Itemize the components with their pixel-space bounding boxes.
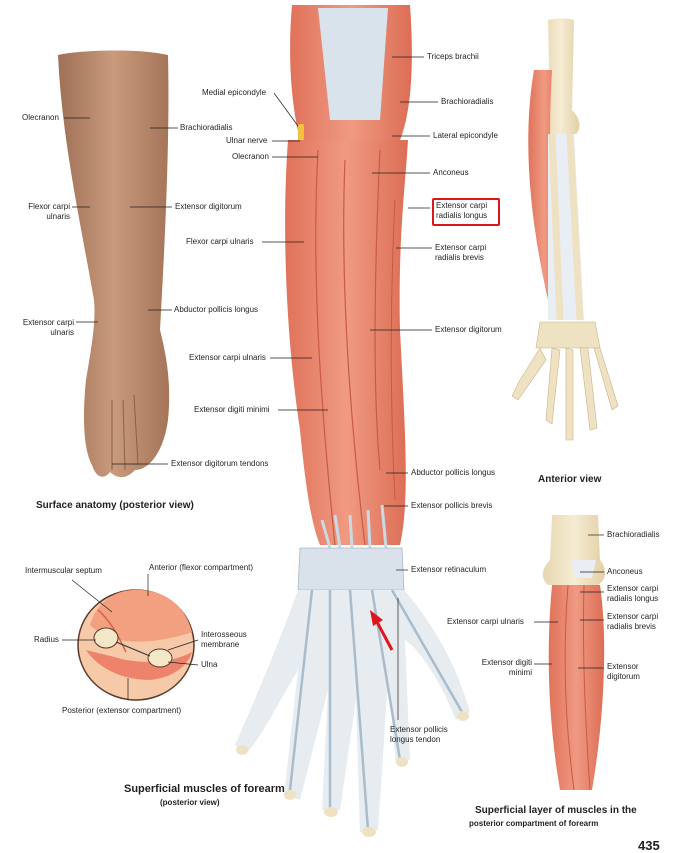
label-surface-olecranon: Olecranon — [22, 113, 59, 122]
label-anterior-compartment: Anterior (flexor compartment) — [149, 563, 254, 572]
ulna-bone — [147, 648, 173, 668]
label-ulna: Ulna — [201, 660, 218, 669]
label-main-extensor-pollicis-brevis: Extensor pollicis brevis — [411, 501, 493, 510]
surface-arm — [58, 50, 170, 478]
page-number: 435 — [638, 838, 660, 853]
label-intermuscular-septum: Intermuscular septum — [25, 566, 102, 575]
label-main-anconeus: Anconeus — [433, 168, 469, 177]
label-triceps-brachii: Triceps brachii — [427, 52, 479, 61]
label-layer-brachioradialis: Brachioradialis — [607, 530, 660, 539]
anterior-compartment — [90, 589, 192, 642]
label-surface-extensor-digitorum: Extensor digitorum — [175, 202, 242, 211]
label-interosseous-membrane: Interosseous membrane — [201, 630, 247, 649]
label-main-flexor-carpi-ulnaris: Flexor carpi ulnaris — [186, 237, 254, 246]
humerus — [542, 18, 580, 134]
posterior-compartment — [86, 650, 192, 680]
caption-main: Superficial muscles of forearm — [124, 783, 285, 795]
label-main-ecrb: Extensor carpi radialis brevis — [435, 243, 487, 262]
label-lateral-epicondyle: Lateral epicondyle — [433, 131, 498, 140]
anterior-hand — [511, 321, 619, 441]
label-main-brachioradialis: Brachioradialis — [441, 97, 494, 106]
interosseous-membrane — [115, 641, 151, 657]
label-extensor-retinaculum: Extensor retinaculum — [411, 565, 487, 574]
label-main-extensor-carpi-ulnaris: Extensor carpi ulnaris — [189, 353, 266, 362]
label-ulnar-nerve: Ulnar nerve — [226, 136, 268, 145]
label-layer-extensor-digiti-minimi: Extensor digiti minimi — [481, 658, 532, 677]
label-epl-tendon: Extensor pollicis longus tendon — [390, 725, 448, 744]
label-surface-flexor-carpi-ulnaris: Flexor carpi ulnaris — [28, 202, 70, 221]
label-main-abductor-pollicis-longus: Abductor pollicis longus — [411, 468, 496, 477]
label-layer-extensor-digitorum: Extensor digitorum — [607, 662, 640, 681]
label-surface-extensor-carpi-ulnaris: Extensor carpi ulnaris — [22, 318, 74, 337]
label-layer-extensor-carpi-ulnaris: Extensor carpi ulnaris — [447, 617, 524, 626]
label-surface-brachioradialis: Brachioradialis — [180, 123, 233, 132]
label-surface-abductor-pollicis-longus: Abductor pollicis longus — [174, 305, 259, 314]
caption-layer-line1: Superficial layer of muscles in the — [475, 805, 637, 816]
hand — [235, 590, 470, 832]
label-posterior-compartment: Posterior (extensor compartment) — [62, 706, 182, 715]
label-layer-ecrl: Extensor carpi radialis longus — [607, 584, 659, 603]
label-layer-ecrb: Extensor carpi radialis brevis — [607, 612, 659, 631]
highlight-box — [432, 198, 500, 226]
caption-layer-line2: posterior compartment of forearm — [469, 819, 599, 828]
caption-anterior-view: Anterior view — [538, 474, 602, 485]
label-layer-anconeus: Anconeus — [607, 567, 643, 576]
label-main-extensor-digitorum: Extensor digitorum — [435, 325, 502, 334]
subcaption-main: (posterior view) — [160, 798, 220, 807]
caption-surface-anatomy: Surface anatomy (posterior view) — [36, 500, 194, 511]
label-surface-extensor-digitorum-tendons: Extensor digitorum tendons — [171, 459, 269, 468]
label-main-ecrl: Extensor carpi radialis longus — [436, 201, 488, 220]
label-medial-epicondyle: Medial epicondyle — [202, 88, 267, 97]
label-radius: Radius — [34, 635, 59, 644]
layer-muscles — [548, 585, 605, 790]
radius-bone — [93, 627, 119, 649]
pointer-arrow — [370, 610, 394, 651]
label-main-olecranon: Olecranon — [232, 152, 269, 161]
label-main-extensor-digiti-minimi: Extensor digiti minimi — [194, 405, 270, 414]
